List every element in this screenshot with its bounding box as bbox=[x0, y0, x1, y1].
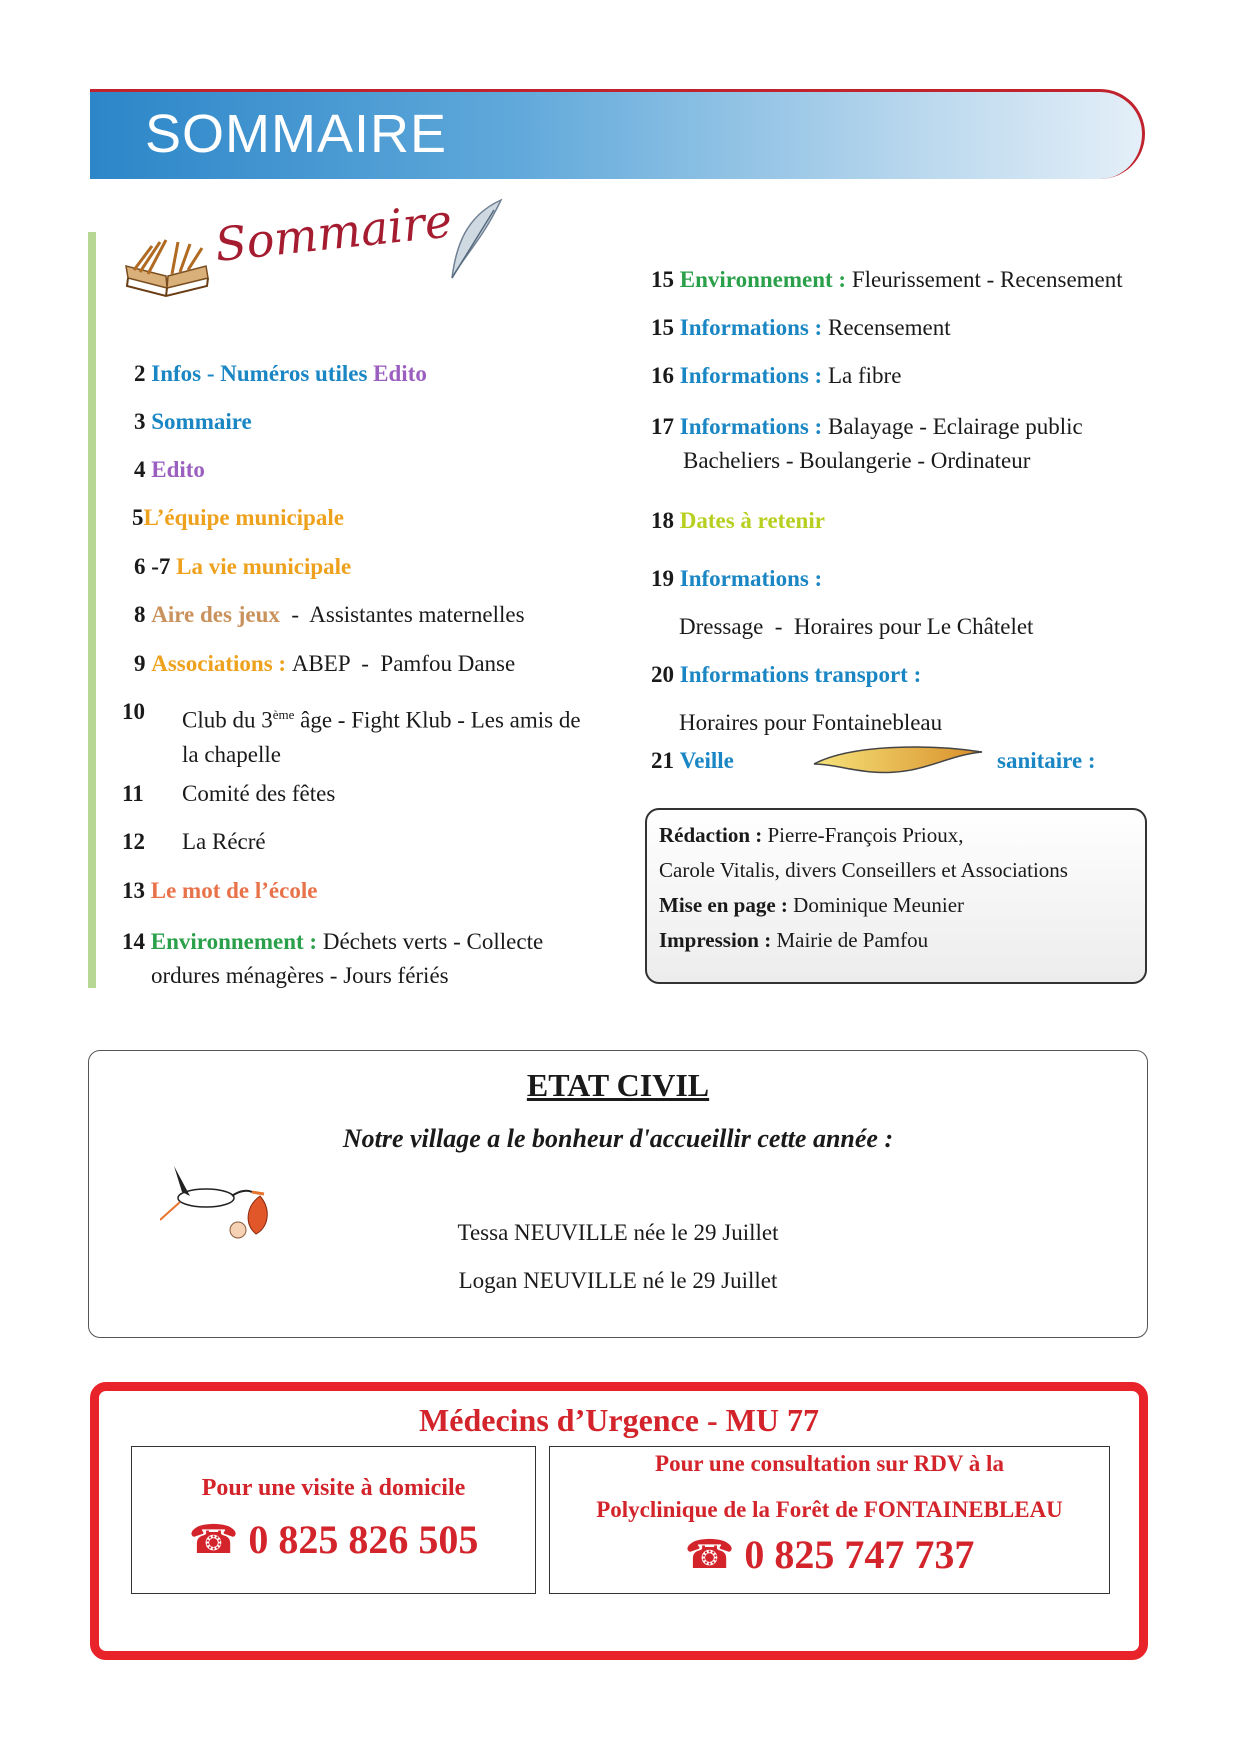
toc-item[interactable]: 3 Sommaire bbox=[134, 409, 252, 434]
toc-item-text: La Récré bbox=[182, 829, 266, 854]
leaf-icon bbox=[813, 746, 983, 774]
toc-item[interactable]: 18 Dates à retenir bbox=[651, 508, 825, 533]
page-title: SOMMAIRE bbox=[145, 104, 448, 164]
toc-item[interactable]: 21 Veille bbox=[651, 748, 734, 773]
toc-item[interactable]: 9 Associations : ABEP - Pamfou Danse bbox=[134, 651, 516, 676]
stork-icon bbox=[160, 1166, 268, 1239]
toc-item[interactable]: 11 bbox=[122, 781, 144, 806]
phone-icon: ☎ bbox=[684, 1532, 735, 1578]
toc-item[interactable]: 19 Informations : Dressage - Horaires po… bbox=[651, 566, 1034, 639]
toc-item[interactable]: 17 Informations : Balayage - Eclairage p… bbox=[651, 414, 1083, 473]
toc-item[interactable]: 12 bbox=[122, 829, 145, 854]
clinic-phone[interactable]: 0 825 747 737 bbox=[744, 1532, 975, 1577]
phone-icon: ☎ bbox=[188, 1517, 239, 1563]
toc-item[interactable]: 8 Aire des jeux - Assistantes maternelle… bbox=[134, 602, 525, 627]
toc-item[interactable]: 5L’équipe municipale bbox=[132, 505, 344, 530]
toc-item-label: sanitaire : bbox=[997, 748, 1096, 773]
toc-item[interactable]: 2 Infos - Numéros utiles Edito bbox=[134, 361, 427, 386]
toc-item[interactable]: 14 Environnement : Déchets verts - Colle… bbox=[122, 929, 544, 988]
urgence-box bbox=[90, 1382, 1148, 1660]
toc-item[interactable]: 6 -7 La vie municipale bbox=[134, 554, 352, 579]
home-visit-phone[interactable]: 0 825 826 505 bbox=[248, 1517, 479, 1562]
sommaire-logo-text: Sommaire bbox=[212, 193, 455, 272]
toc-item[interactable]: 4 Edito bbox=[134, 457, 205, 482]
birth-entry: Logan NEUVILLE né le 29 Juillet bbox=[458, 1268, 778, 1293]
etat-civil-subtitle: Notre village a le bonheur d'accueillir … bbox=[342, 1124, 894, 1153]
urgence-title: Médecins d’Urgence - MU 77 bbox=[419, 1402, 819, 1438]
credits-box: Rédaction : Pierre-François Prioux, Caro… bbox=[645, 808, 1147, 984]
home-visit-box: Pour une visite à domicile ☎ 0 825 826 5… bbox=[131, 1446, 536, 1594]
toc-item[interactable]: 15 Environnement : Fleurissement - Recen… bbox=[651, 267, 1123, 292]
etat-civil-title: ETAT CIVIL bbox=[526, 1067, 710, 1103]
birth-entry: Tessa NEUVILLE née le 29 Juillet bbox=[457, 1220, 779, 1245]
feather-icon bbox=[451, 198, 503, 279]
toc-item[interactable]: 16 Informations : La fibre bbox=[651, 363, 902, 388]
toc-item[interactable]: 10 bbox=[122, 699, 145, 724]
green-divider-bar bbox=[88, 232, 96, 988]
book-icon bbox=[125, 239, 209, 298]
clinic-box: Pour une consultation sur RDV à la Polyc… bbox=[549, 1446, 1110, 1594]
toc-item[interactable]: 13 Le mot de l’école bbox=[122, 878, 318, 903]
etat-civil-box bbox=[88, 1050, 1148, 1338]
toc-item-text: Club du 3ème âge - Fight Klub - Les amis… bbox=[182, 707, 581, 767]
toc-item[interactable]: 15 Informations : Recensement bbox=[651, 315, 951, 340]
toc-item[interactable]: 20 Informations transport : Horaires pou… bbox=[651, 662, 943, 735]
header-banner bbox=[90, 89, 1145, 179]
toc-item-text: Comité des fêtes bbox=[182, 781, 336, 806]
